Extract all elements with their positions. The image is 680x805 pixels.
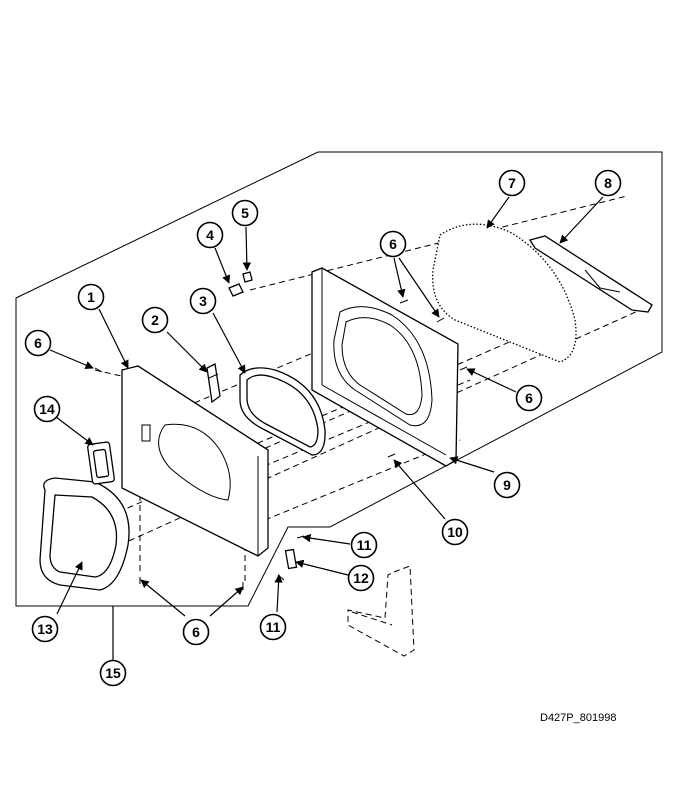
svg-text:10: 10 — [447, 524, 463, 540]
callout-6-bottom: 6 — [182, 618, 210, 646]
callout-6-right: 6 — [515, 384, 543, 412]
callout-15: 15 — [99, 659, 127, 687]
assembly-outline — [15, 151, 663, 607]
small-screw — [242, 271, 253, 283]
callout-14: 14 — [33, 395, 61, 423]
door-seal — [239, 367, 326, 456]
callout-12: 12 — [347, 564, 375, 592]
svg-text:6: 6 — [389, 236, 397, 252]
svg-text:12: 12 — [353, 570, 369, 586]
svg-text:3: 3 — [199, 293, 207, 309]
svg-text:6: 6 — [525, 390, 533, 406]
callout-7: 7 — [498, 169, 526, 197]
svg-text:11: 11 — [357, 537, 372, 553]
svg-text:11: 11 — [266, 619, 281, 635]
callout-5: 5 — [231, 199, 259, 227]
svg-text:6: 6 — [34, 335, 42, 351]
svg-text:9: 9 — [503, 477, 511, 493]
callout-8: 8 — [594, 169, 622, 197]
callout-6-left: 6 — [24, 329, 52, 357]
svg-text:7: 7 — [508, 175, 516, 191]
callout-10: 10 — [441, 518, 469, 546]
svg-text:14: 14 — [39, 401, 55, 417]
svg-text:1: 1 — [87, 289, 95, 305]
svg-text:13: 13 — [37, 621, 53, 637]
front-panel — [121, 365, 269, 557]
callout-13: 13 — [31, 615, 59, 643]
door-handle — [528, 235, 653, 313]
svg-text:2: 2 — [151, 312, 159, 328]
svg-text:15: 15 — [105, 665, 121, 681]
cabinet-reference — [347, 565, 415, 657]
callout-11-upper: 11 — [350, 531, 378, 559]
callout-6-top: 6 — [379, 230, 407, 258]
svg-text:5: 5 — [241, 205, 249, 221]
svg-text:6: 6 — [192, 624, 200, 640]
callout-3: 3 — [189, 287, 217, 315]
gasket — [432, 223, 577, 363]
latch — [277, 535, 305, 581]
callout-11-lower: 11 — [259, 613, 287, 641]
callout-9: 9 — [493, 471, 521, 499]
door-bracket — [206, 363, 221, 404]
svg-text:4: 4 — [206, 227, 214, 243]
callout-4: 4 — [196, 221, 224, 249]
door-trim-ring — [39, 477, 130, 591]
leader-lines — [49, 196, 604, 660]
clip — [228, 283, 244, 297]
callout-2: 2 — [141, 306, 169, 334]
callout-1: 1 — [77, 283, 105, 311]
svg-text:8: 8 — [604, 175, 612, 191]
bezel — [87, 441, 115, 485]
drawing-code: D427P_801998 — [540, 712, 617, 724]
